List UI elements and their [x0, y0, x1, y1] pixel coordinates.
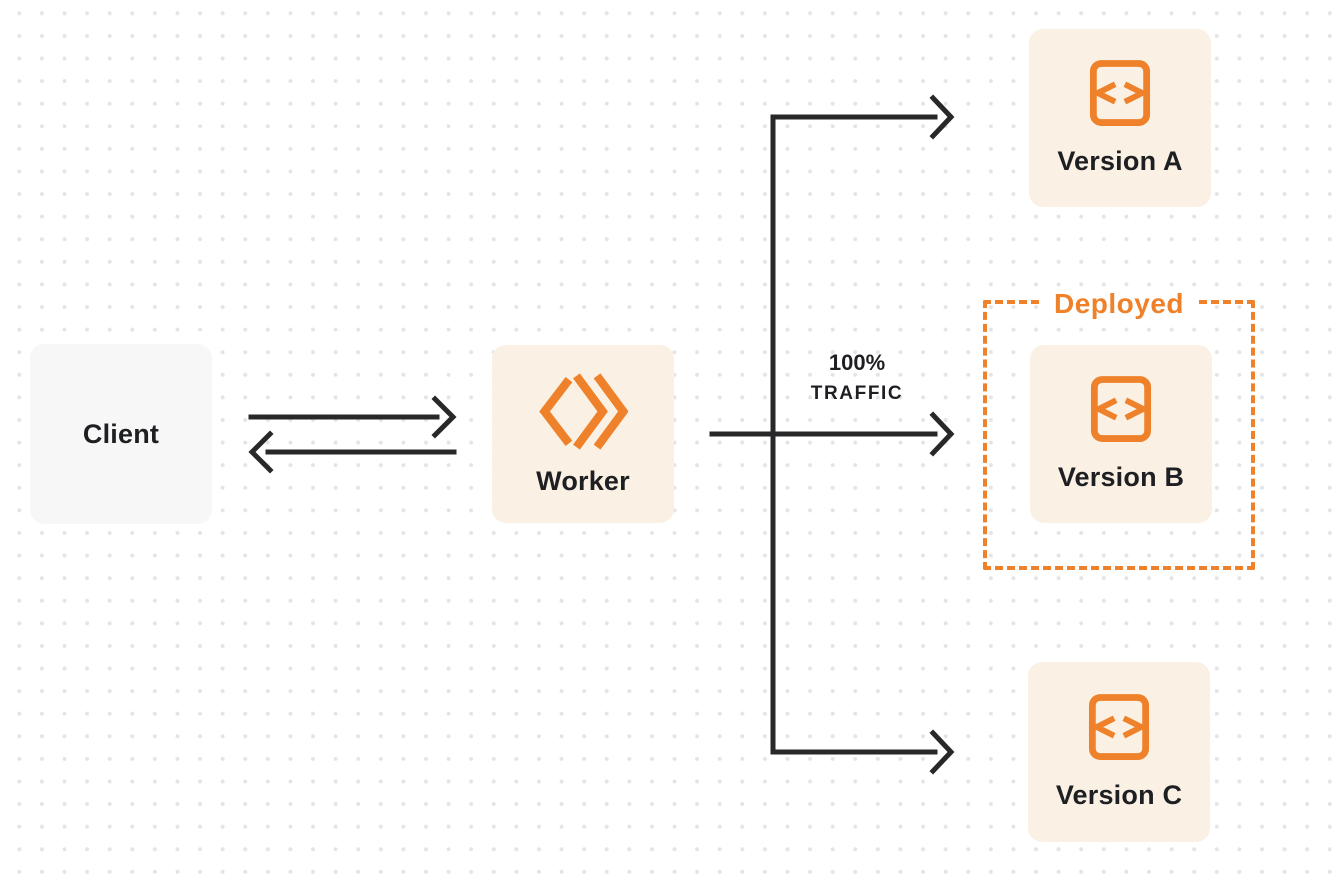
response-arrowhead-icon — [248, 430, 274, 474]
client-node: Client — [30, 344, 212, 524]
version-a-node: Version A — [1029, 29, 1211, 207]
traffic-percent: 100% — [828, 350, 886, 375]
deployed-outline: Deployed — [983, 289, 1255, 570]
traffic-word: TRAFFIC — [810, 383, 904, 404]
workers-logo-icon — [539, 372, 628, 450]
version-b-arrowhead-icon — [929, 411, 955, 457]
worker-to-client-arrow — [248, 430, 457, 474]
version-c-node: Version C — [1028, 662, 1210, 842]
worker-node: Worker — [492, 345, 674, 523]
version-c-arrowhead-icon — [929, 729, 955, 775]
version-a-label: Version A — [1057, 146, 1183, 176]
client-label: Client — [82, 418, 160, 449]
code-file-icon — [1089, 60, 1151, 126]
worker-label: Worker — [536, 465, 630, 496]
request-arrowhead-icon — [431, 395, 457, 439]
code-file-icon — [1090, 376, 1152, 442]
version-b-node: Version B — [1030, 345, 1212, 523]
version-b-label: Version B — [1057, 462, 1185, 492]
version-a-arrowhead-icon — [929, 94, 955, 140]
client-to-worker-arrow — [248, 395, 457, 439]
version-c-label: Version C — [1055, 780, 1183, 810]
deployed-label: Deployed — [1041, 289, 1197, 319]
traffic-split-lines — [709, 94, 955, 775]
code-file-icon — [1088, 694, 1150, 760]
split-trunk-line — [709, 114, 938, 755]
traffic-label: 100% TRAFFIC — [787, 350, 927, 405]
